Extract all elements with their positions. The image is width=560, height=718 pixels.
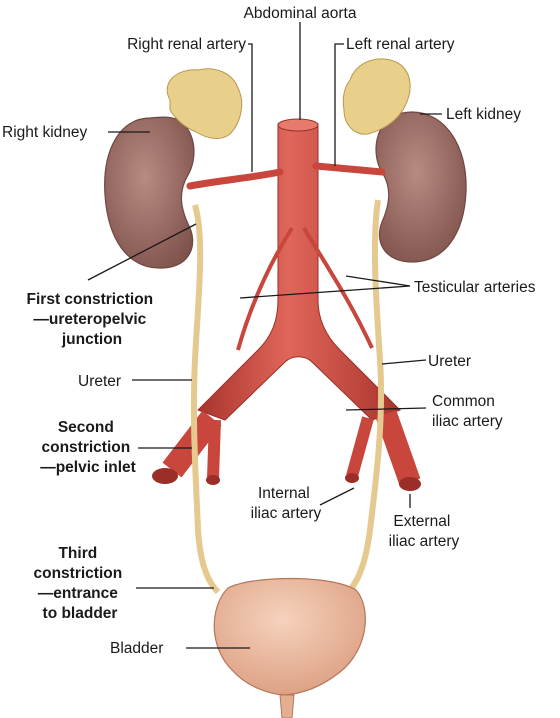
left-testicular-artery [302,226,374,349]
label-right-kidney: Right kidney [2,124,88,141]
label-first-constriction: First constriction —ureteropelvic juncti… [27,291,158,348]
left-external-iliac-cut-end [399,477,421,491]
label-third-constriction: Third constriction —entrance to bladder [33,545,126,622]
left-internal-iliac-vessel [346,416,374,478]
right-adrenal-gland [166,68,243,139]
right-internal-iliac-vessel [207,419,221,479]
label-left-kidney: Left kidney [446,106,521,123]
aorta-cut-end [277,118,319,132]
label-external-iliac-artery: External iliac artery [389,513,460,550]
right-iliac-cut-end [152,468,178,484]
label-ureter-left-side: Ureter [78,373,121,390]
left-adrenal-gland [342,58,411,135]
left-internal-cut-end [345,473,359,483]
label-right-renal-artery: Right renal artery [127,36,246,53]
label-second-constriction: Second constriction —pelvic inlet [40,419,136,476]
left-kidney [375,111,467,263]
left-renal-artery-vessel [312,162,386,176]
left-iliac-vessel [375,410,421,486]
label-abdominal-aorta: Abdominal aorta [244,5,357,22]
urethra [279,694,295,718]
label-ureter-right-side: Ureter [428,353,471,370]
label-bladder: Bladder [110,640,163,657]
label-testicular-arteries: Testicular arteries [414,279,536,296]
right-testicular-artery [236,226,294,351]
label-common-iliac-artery: Common iliac artery [432,393,503,430]
right-renal-artery-vessel [186,168,284,190]
right-internal-cut-end [206,475,220,485]
label-internal-iliac-artery: Internal iliac artery [251,485,322,522]
bladder-organ [213,577,366,696]
left-ureter [347,199,385,592]
right-ureter [190,204,221,595]
label-left-renal-artery: Left renal artery [346,36,455,53]
abdominal-aorta [197,120,401,421]
right-kidney [104,116,195,269]
